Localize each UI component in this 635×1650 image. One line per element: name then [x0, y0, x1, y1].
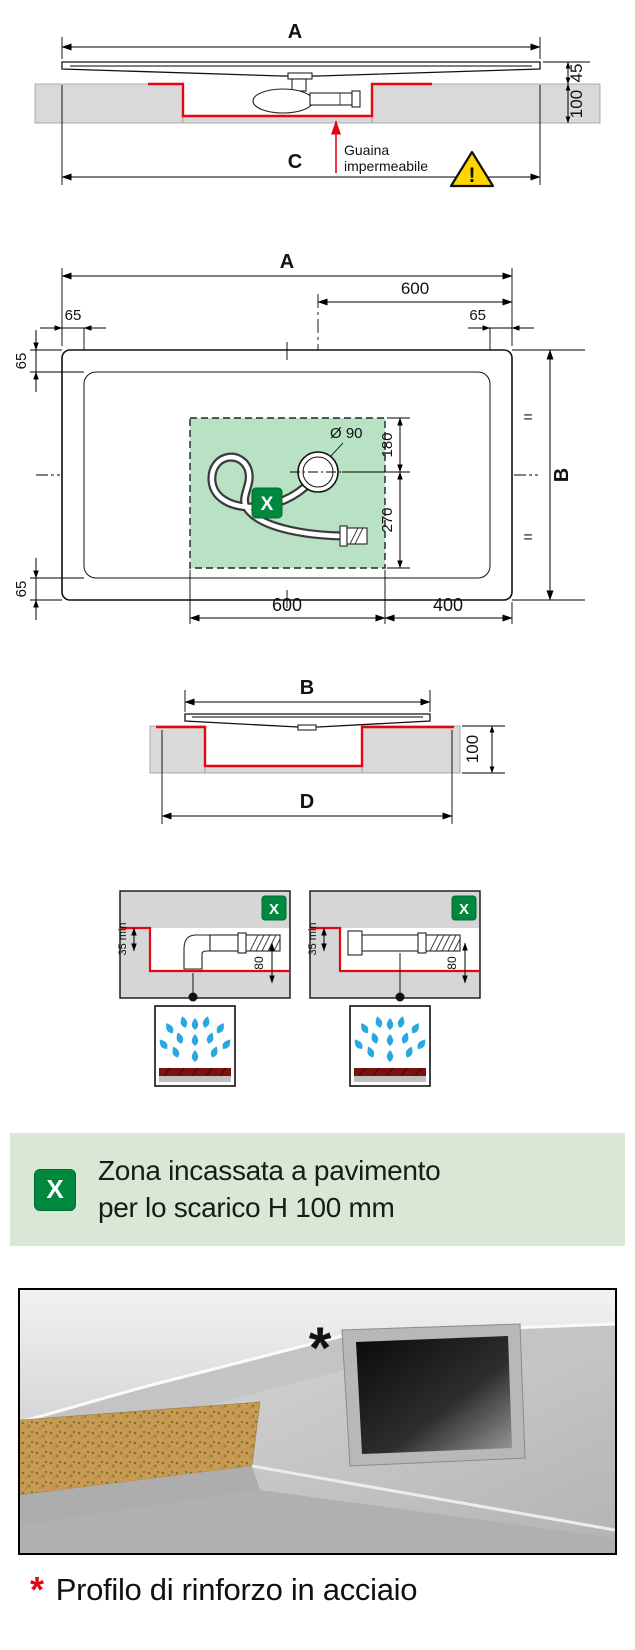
svg-text:Guaina: Guaina: [344, 142, 389, 158]
membrane-line-b: [156, 725, 454, 768]
legend-text: Zona incassata a pavimento per lo scaric…: [98, 1153, 441, 1226]
svg-text:D: D: [300, 791, 314, 813]
drain-flange: Ø 90: [290, 425, 363, 493]
svg-text:270: 270: [379, 507, 396, 532]
dim-80-right: 80: [445, 942, 468, 984]
svg-text:80: 80: [252, 956, 266, 970]
svg-text:B: B: [300, 678, 314, 699]
svg-text:100: 100: [463, 735, 482, 763]
svg-text:A: A: [288, 21, 302, 43]
tray-surface: [20, 1290, 615, 1422]
cross-section-b-diagram: B 100 D: [149, 678, 505, 824]
svg-text:180: 180: [379, 432, 396, 457]
svg-text:X: X: [269, 901, 279, 918]
dim-d: D: [161, 730, 453, 824]
caption-text: Profilo di rinforzo in acciaio: [55, 1572, 418, 1607]
drain-point-right: [395, 992, 405, 1002]
svg-text:C: C: [288, 151, 302, 173]
svg-text:35 min: 35 min: [117, 922, 129, 955]
dim-b: B: [184, 678, 431, 712]
svg-text:65: 65: [469, 307, 486, 324]
dim-80-left: 80: [252, 942, 275, 984]
water-spray-right: [349, 1005, 431, 1087]
shower-tray-profile: [61, 61, 541, 80]
bottom-edge-highlight: [251, 1464, 615, 1532]
membrane-callout: Guaina impermeabile: [330, 120, 428, 174]
svg-text:=: =: [523, 409, 532, 426]
dim-600-400-bottom: 600 400: [189, 570, 513, 624]
svg-text:600: 600: [272, 595, 302, 615]
asterisk-marker: *: [309, 1316, 332, 1381]
dim-65-side-bottom: 65: [13, 558, 84, 620]
svg-text:65: 65: [13, 581, 30, 598]
water-spray-left: [154, 1005, 236, 1087]
shower-tray-profile-b: [184, 713, 431, 731]
dim-45: 45: [543, 61, 590, 85]
svg-text:Ø 90: Ø 90: [330, 425, 363, 442]
svg-text:impermeabile: impermeabile: [344, 158, 428, 174]
svg-text:A: A: [280, 251, 294, 273]
dim-65-side-top: 65: [13, 330, 84, 392]
dim-b-plan: B = =: [512, 349, 585, 601]
plan-view-diagram: A 600 65 65: [13, 251, 585, 624]
steel-profile-photo: *: [18, 1288, 617, 1555]
legend-line-2: per lo scarico H 100 mm: [98, 1191, 395, 1223]
dim-35min-right: 35 min: [307, 922, 327, 956]
svg-text:!: !: [469, 164, 476, 187]
bottom-band: [20, 1490, 615, 1553]
photo-caption: * Profilo di rinforzo in acciaio: [30, 1572, 610, 1608]
dim-180-270: 180 270: [342, 417, 410, 569]
caption-asterisk: *: [30, 1569, 44, 1610]
detail-right: 35 min 80 X: [307, 890, 481, 1002]
x-badge-detail-left: X: [261, 895, 287, 921]
legend-banner: X Zona incassata a pavimento per lo scar…: [10, 1133, 625, 1246]
svg-text:X: X: [261, 494, 274, 515]
detail-left: 35 min 80 X: [117, 890, 291, 1002]
svg-text:80: 80: [445, 956, 459, 970]
svg-text:100: 100: [567, 90, 586, 118]
photo-illustration: *: [20, 1290, 615, 1553]
svg-text:45: 45: [567, 64, 586, 83]
svg-text:=: =: [523, 529, 532, 546]
centerline-marks: [36, 342, 538, 608]
svg-text:65: 65: [13, 353, 30, 370]
svg-text:65: 65: [65, 307, 82, 324]
svg-text:400: 400: [433, 595, 463, 615]
floor-cross-section: [34, 83, 601, 124]
svg-text:X: X: [459, 901, 469, 918]
drain-point-left: [188, 992, 198, 1002]
lower-shadow-band: [20, 1466, 260, 1526]
dim-100: 100: [565, 83, 586, 124]
x-badge-plan: X: [251, 487, 283, 519]
drain-detail-diagrams: 35 min 80 X: [117, 890, 481, 1087]
drain-trap: [252, 78, 361, 114]
steel-profile-cavity: [356, 1336, 512, 1454]
x-badge-legend: X: [34, 1168, 76, 1211]
dim-a-plan: A: [61, 251, 513, 346]
warning-triangle-icon: !: [449, 150, 495, 188]
drain-hose: [207, 452, 368, 547]
x-badge-detail-right: X: [451, 895, 477, 921]
legend-line-1: Zona incassata a pavimento: [98, 1155, 441, 1187]
svg-text:35 min: 35 min: [307, 922, 319, 955]
dim-35min-left: 35 min: [117, 922, 137, 956]
cross-section-top-diagram: A 45 100 C Guaina impermeabile: [34, 21, 601, 188]
dim-a: A: [61, 21, 541, 59]
svg-text:B: B: [551, 468, 573, 482]
svg-text:600: 600: [401, 279, 429, 298]
membrane-line: [148, 82, 432, 118]
dim-100-b: 100: [462, 725, 505, 774]
